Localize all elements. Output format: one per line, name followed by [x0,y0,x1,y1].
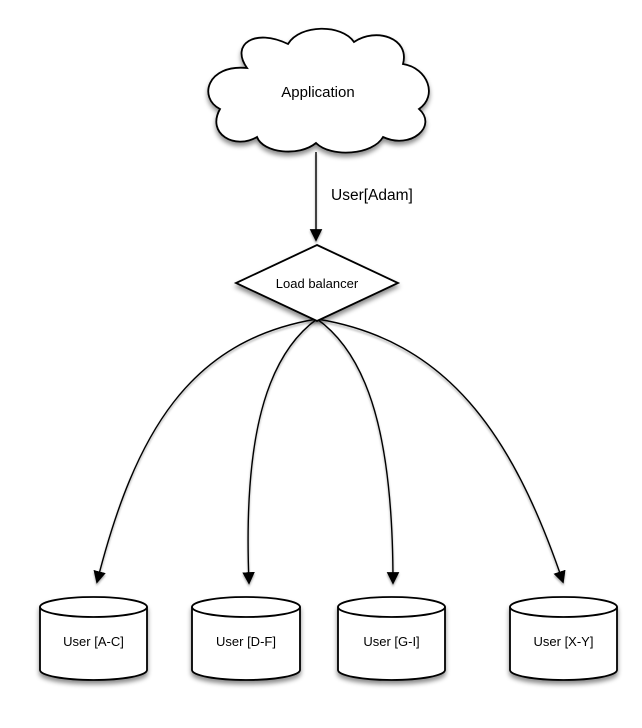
cylinder-top [337,596,446,618]
cylinder-top [39,596,148,618]
cloud-shape [207,27,430,154]
cylinder-shape [509,607,618,681]
shard-node-d-f: User [D-F] [191,596,301,681]
cylinder-top [191,596,301,618]
lb-to-shard-a-c-arrow [93,318,318,584]
cylinder-shape [191,607,301,681]
cylinder-shape [337,607,446,681]
cylinder-shape [39,607,148,681]
shard-a-c-label: User [A-C] [63,634,124,649]
shard-g-i-label: User [G-I] [363,634,419,649]
lb-to-shard-d-f-arrow [242,318,318,585]
application-node: Application [207,27,430,154]
shard-node-a-c: User [A-C] [39,596,148,681]
load-balancer-node: Load balancer [233,244,401,322]
app-to-lb-edge-label: User[Adam] [331,187,413,204]
shard-x-y-label: User [X-Y] [534,634,594,649]
lb-to-shard-g-i-arrow [316,318,400,585]
lb-to-shard-x-y-arrow [316,318,566,584]
application-node-label: Application [281,84,354,101]
cylinder-top [509,596,618,618]
shard-node-g-i: User [G-I] [337,596,446,681]
diamond-shape [233,244,401,322]
shard-d-f-label: User [D-F] [216,634,276,649]
shard-node-x-y: User [X-Y] [509,596,618,681]
load-balancer-node-label: Load balancer [276,276,359,291]
